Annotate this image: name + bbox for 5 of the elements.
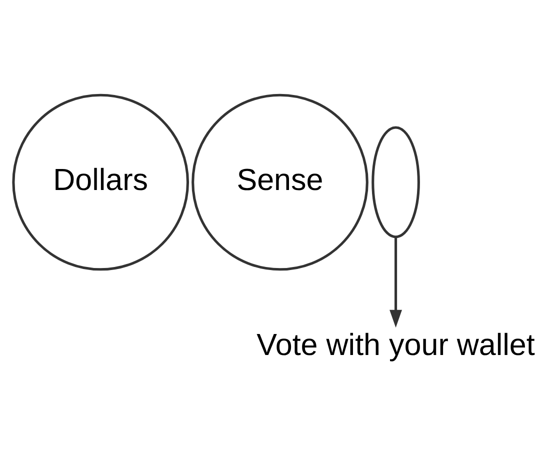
node-ellipse [372,126,420,238]
arrow [390,237,402,328]
node-text: Vote with your wallet [256,328,535,362]
node-circle: Dollars [12,94,190,271]
node-circle: Sense [192,94,368,271]
